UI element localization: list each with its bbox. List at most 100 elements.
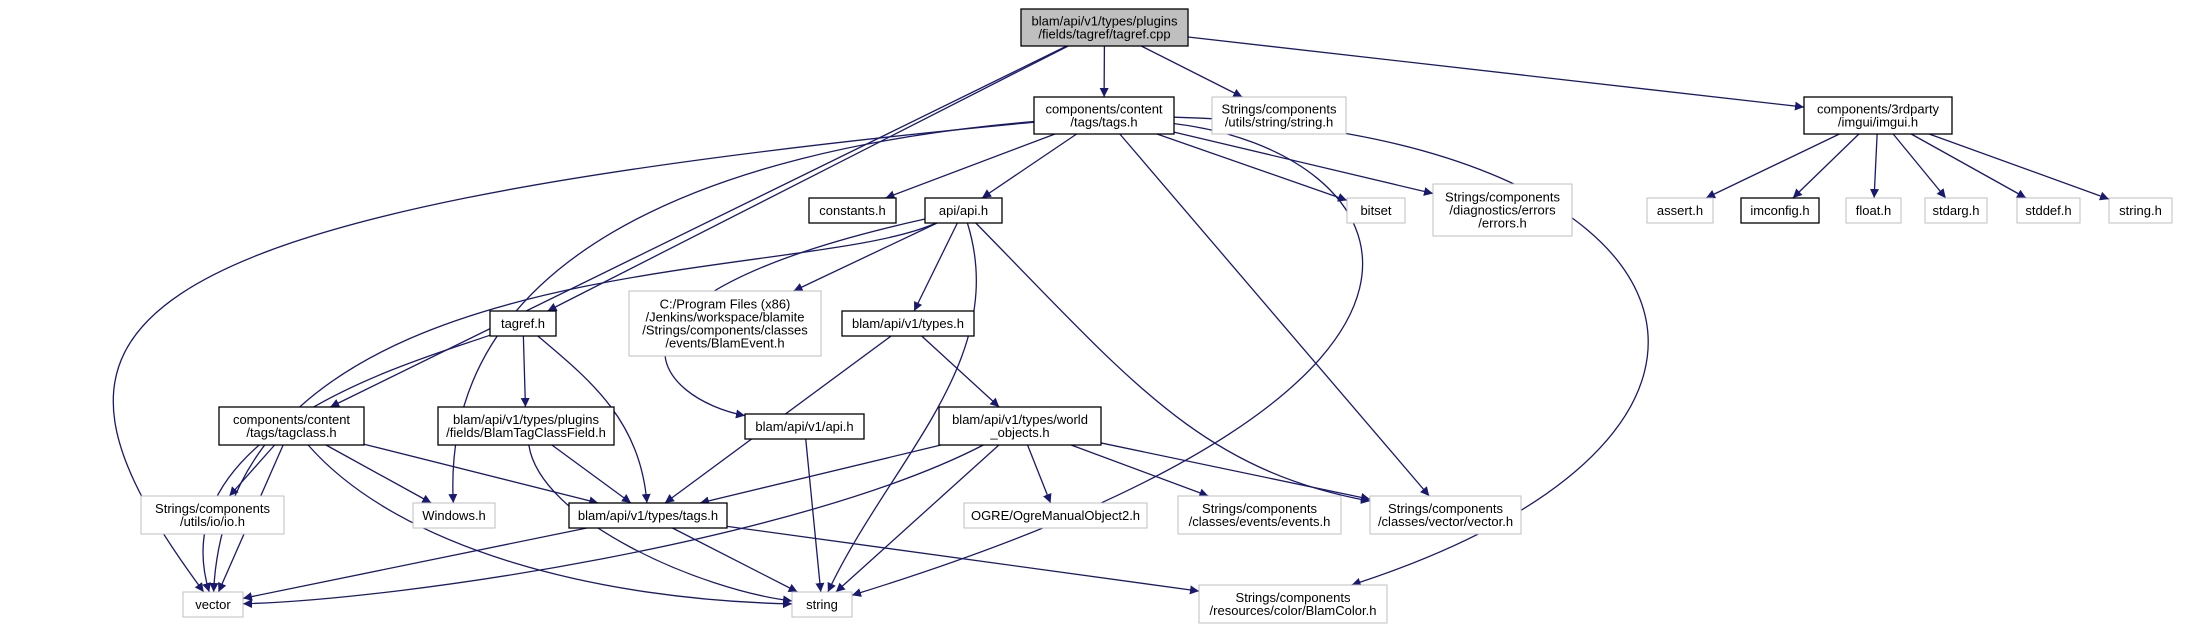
edge-tagclass_h-to-string	[307, 444, 793, 609]
node-box-windows_h	[412, 502, 496, 529]
node-label-constants_h-line-0: constants.h	[819, 203, 886, 218]
node-box-float_h	[1845, 197, 1902, 224]
node-imgui_h[interactable]: components/3rdparty/imgui/imgui.h	[1803, 96, 1953, 135]
edge-tagclass_h-to-io_h	[228, 444, 276, 497]
node-label-errors_h-line-1: /diagnostics/errors	[1449, 203, 1556, 218]
node-imconfig_h[interactable]: imconfig.h	[1740, 197, 1820, 224]
edge-tags_h-to-string	[851, 123, 1364, 597]
edge-root-to-tagclass_h	[329, 45, 1068, 408]
node-box-stdarg_h	[1924, 197, 1988, 224]
node-label-ogre_h-line-0: OGRE/OgreManualObject2.h	[971, 508, 1140, 523]
edge-types_tags_h-to-vector	[242, 527, 588, 601]
edge-api_h-to-vector	[209, 222, 937, 593]
edge-blamtagclassfield_h-to-string	[528, 444, 793, 605]
edge-tagref_h-to-blamtagclassfield_h	[520, 335, 530, 408]
node-box-stddef_h	[2016, 197, 2081, 224]
node-label-stdarg_h-line-0: stdarg.h	[1933, 203, 1980, 218]
edge-api_h-to-blamevent_h	[793, 222, 938, 292]
node-blamtagclassfield_h[interactable]: blam/api/v1/types/plugins/fields/BlamTag…	[437, 406, 615, 446]
node-label-blamtagclassfield_h-line-0: blam/api/v1/types/plugins	[453, 412, 599, 427]
node-label-windows_h-line-0: Windows.h	[422, 508, 486, 523]
node-errors_h: Strings/components/diagnostics/errors/er…	[1432, 183, 1573, 237]
node-windows_h: Windows.h	[412, 502, 496, 529]
node-label-io_h-line-0: Strings/components	[155, 501, 270, 516]
node-label-tagclass_h-line-0: components/content	[233, 412, 350, 427]
node-label-imgui_h-line-1: /imgui/imgui.h	[1838, 115, 1918, 130]
node-label-vector_h-line-1: /classes/vector/vector.h	[1378, 514, 1513, 529]
node-float_h: float.h	[1845, 197, 1902, 224]
node-label-string_h-line-0: string.h	[2119, 203, 2162, 218]
node-world_objects_h[interactable]: blam/api/v1/types/world_objects.h	[938, 406, 1102, 446]
nodes-layer: blam/api/v1/types/plugins/fields/tagref/…	[140, 8, 2173, 624]
node-box-blamevent_h	[628, 290, 822, 357]
node-box-tags_h	[1033, 96, 1175, 135]
node-v1_api_h[interactable]: blam/api/v1/api.h	[744, 413, 865, 440]
edge-tags_h-to-bitset	[1156, 133, 1348, 202]
node-label-blamtagclassfield_h-line-1: /fields/BlamTagClassField.h	[446, 425, 606, 440]
edge-tagclass_h-to-types_tags_h	[363, 443, 599, 506]
node-box-tagclass_h	[218, 406, 365, 446]
edge-tags_h-to-errors_h	[1173, 131, 1434, 196]
node-string: string	[791, 591, 853, 618]
node-label-vector_h-line-0: Strings/components	[1388, 501, 1503, 516]
node-label-blamevent_h-line-3: /events/BlamEvent.h	[665, 336, 784, 351]
node-blamcolor_h: Strings/components/resources/color/BlamC…	[1198, 584, 1388, 624]
node-label-io_h-line-1: /utils/io/io.h	[180, 514, 245, 529]
node-tagref_h[interactable]: tagref.h	[489, 310, 557, 337]
node-string_h_sc: Strings/components/utils/string/string.h	[1211, 96, 1347, 135]
node-label-world_objects_h-line-0: blam/api/v1/types/world	[952, 412, 1088, 427]
edge-api_h-to-types_h	[913, 222, 958, 312]
node-box-world_objects_h	[938, 406, 1102, 446]
edge-types_h-to-world_objects_h	[921, 335, 1000, 408]
node-label-tags_h-line-1: /tags/tags.h	[1070, 115, 1137, 130]
node-box-types_h	[841, 310, 975, 337]
node-tagclass_h[interactable]: components/content/tags/tagclass.h	[218, 406, 365, 446]
node-types_h[interactable]: blam/api/v1/types.h	[841, 310, 975, 337]
edge-tags_h-to-blamcolor_h	[1173, 116, 1649, 587]
node-label-root-line-0: blam/api/v1/types/plugins	[1032, 14, 1178, 29]
node-box-ogre_h	[963, 502, 1148, 529]
node-label-blamevent_h-line-1: /Jenkins/workspace/blamite	[646, 310, 805, 325]
node-bitset: bitset	[1346, 197, 1406, 224]
node-label-errors_h-line-0: Strings/components	[1445, 190, 1560, 205]
node-vector: vector	[182, 591, 244, 618]
node-box-events_h	[1177, 495, 1342, 535]
node-label-root-line-1: /fields/tagref/tagref.cpp	[1038, 27, 1170, 42]
node-label-imconfig_h-line-0: imconfig.h	[1750, 203, 1809, 218]
node-tags_h[interactable]: components/content/tags/tags.h	[1033, 96, 1175, 135]
node-constants_h[interactable]: constants.h	[808, 197, 897, 224]
edge-imgui_h-to-float_h	[1870, 133, 1880, 199]
node-label-tagclass_h-line-1: /tags/tagclass.h	[246, 425, 336, 440]
node-label-types_h-line-0: blam/api/v1/types.h	[852, 316, 964, 331]
node-box-assert_h	[1646, 197, 1714, 224]
edge-imgui_h-to-string_h	[1928, 133, 2110, 201]
node-label-string_h_sc-line-1: /utils/string/string.h	[1225, 115, 1333, 130]
edge-v1_api_h-to-string	[805, 438, 825, 593]
node-box-api_h	[924, 197, 1003, 224]
node-label-blamcolor_h-line-0: Strings/components	[1236, 590, 1351, 605]
node-box-imconfig_h	[1740, 197, 1820, 224]
edge-imgui_h-to-imconfig_h	[1792, 133, 1860, 199]
node-box-v1_api_h	[744, 413, 865, 440]
node-label-vector-line-0: vector	[195, 597, 231, 612]
node-label-assert_h-line-0: assert.h	[1657, 203, 1703, 218]
edge-world_objects_h-to-ogre_h	[1026, 444, 1052, 504]
node-assert_h: assert.h	[1646, 197, 1714, 224]
node-label-world_objects_h-line-1: _objects.h	[989, 425, 1049, 440]
edge-world_objects_h-to-events_h	[1070, 444, 1209, 498]
edges-layer	[112, 36, 2110, 609]
node-api_h[interactable]: api/api.h	[924, 197, 1003, 224]
node-label-blamcolor_h-line-1: /resources/color/BlamColor.h	[1210, 603, 1377, 618]
edge-types_tags_h-to-string	[672, 527, 798, 593]
node-label-events_h-line-0: Strings/components	[1202, 501, 1317, 516]
node-box-types_tags_h	[568, 502, 728, 529]
edge-tags_h-to-windows_h	[448, 120, 1035, 504]
node-box-string_h	[2108, 197, 2173, 224]
edge-blamtagclassfield_h-to-types_tags_h	[551, 444, 632, 504]
edge-api_h-to-string	[827, 222, 977, 593]
node-box-string_h_sc	[1211, 96, 1347, 135]
node-root[interactable]: blam/api/v1/types/plugins/fields/tagref/…	[1020, 8, 1189, 47]
node-string_h: string.h	[2108, 197, 2173, 224]
node-types_tags_h[interactable]: blam/api/v1/types/tags.h	[568, 502, 728, 529]
node-events_h: Strings/components/classes/events/events…	[1177, 495, 1342, 535]
